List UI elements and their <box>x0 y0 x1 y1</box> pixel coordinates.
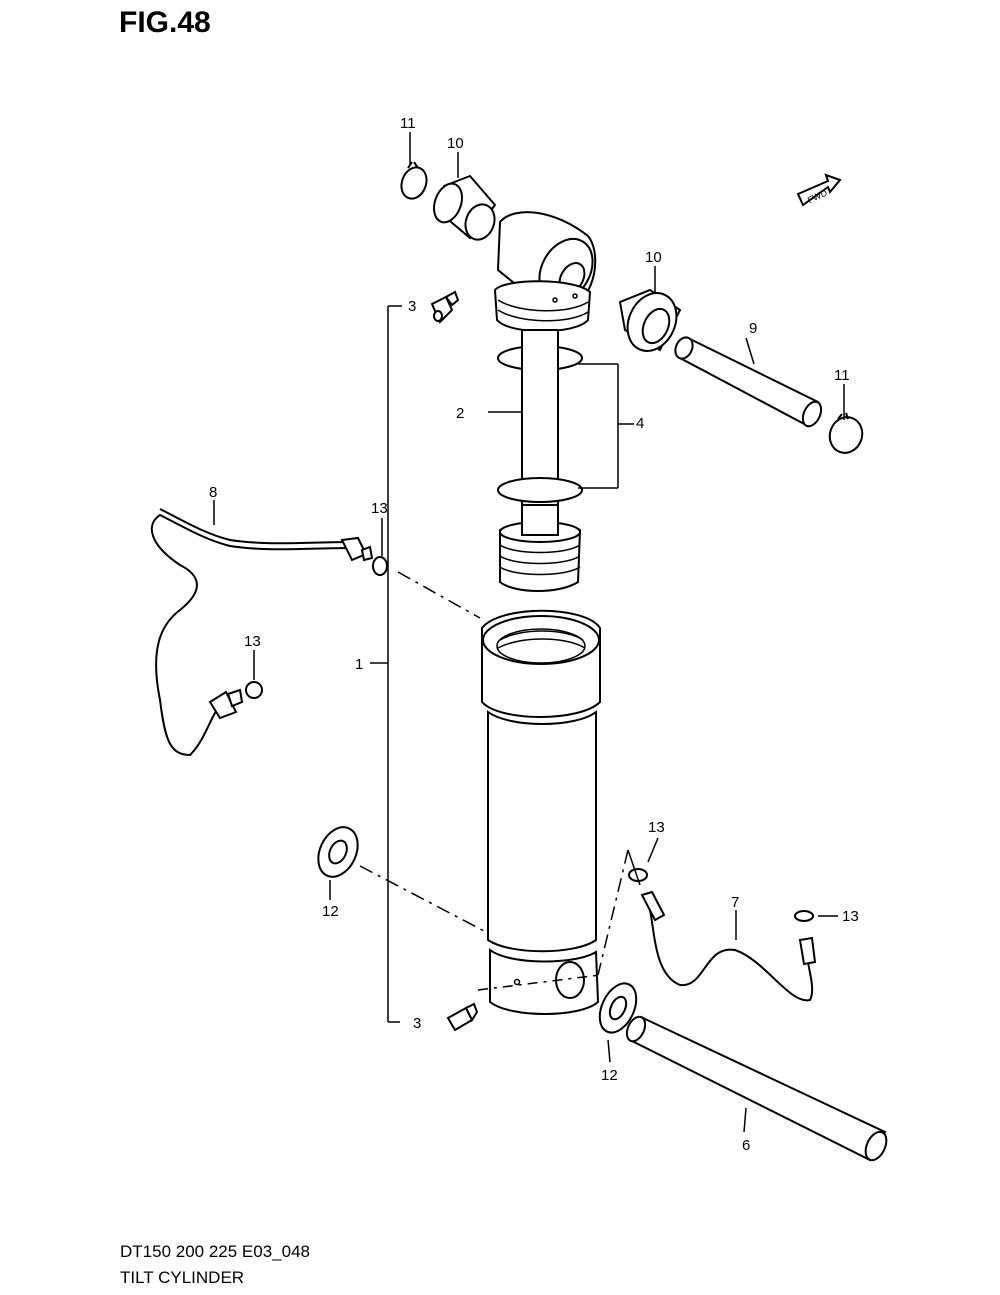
callout-numbers: 1 2 3 3 4 6 7 8 9 10 10 11 11 12 12 13 1… <box>209 115 859 1154</box>
callout-9: 9 <box>749 320 757 337</box>
callout-1: 1 <box>355 656 363 673</box>
callout-12-right: 12 <box>601 1067 618 1084</box>
o-ring-lower-pipe-right[interactable] <box>794 910 814 922</box>
bushing-right[interactable] <box>618 285 685 359</box>
callout-11-right: 11 <box>834 367 850 384</box>
fwd-direction-arrow: FWD <box>796 173 842 207</box>
callout-8: 8 <box>209 484 217 501</box>
callout-6: 6 <box>742 1137 750 1154</box>
callout-13-pipe-upper: 13 <box>371 500 388 517</box>
washer-left[interactable] <box>311 821 366 883</box>
o-ring-upper-pipe[interactable] <box>372 556 388 576</box>
callout-3-top: 3 <box>408 298 416 315</box>
lower-pin[interactable] <box>623 1014 890 1164</box>
callout-10-right: 10 <box>645 249 662 266</box>
section-name: TILT CYLINDER <box>120 1268 245 1287</box>
cylinder-head-eye[interactable] <box>493 211 603 333</box>
callout-11-top: 11 <box>400 115 416 132</box>
cylinder-body[interactable] <box>481 609 601 1015</box>
callout-3-bottom: 3 <box>413 1015 421 1032</box>
leader-lines <box>213 132 845 1133</box>
hydraulic-pipe-lower[interactable] <box>640 890 817 1002</box>
callout-10-top: 10 <box>447 135 464 152</box>
tilt-pin[interactable] <box>672 335 825 430</box>
bleed-screw-top[interactable] <box>430 290 460 324</box>
callout-7: 7 <box>731 894 739 911</box>
circlip-top[interactable] <box>397 161 430 202</box>
o-ring-lower-fitting[interactable] <box>245 681 263 699</box>
callout-12-left: 12 <box>322 903 339 920</box>
callout-13-pipe-lower-right: 13 <box>842 908 859 925</box>
bushing-top[interactable] <box>429 174 499 244</box>
hydraulic-pipe-upper[interactable] <box>150 508 374 757</box>
figure-title: FIG.48 <box>119 6 211 39</box>
callout-4: 4 <box>636 415 644 432</box>
callout-13-pipe-lower-left: 13 <box>648 819 665 836</box>
callout-2: 2 <box>456 405 464 422</box>
callout-13-fitting: 13 <box>244 633 261 650</box>
bleed-screw-bottom[interactable] <box>446 1002 479 1032</box>
circlip-right[interactable] <box>825 412 867 458</box>
piston-rod-assembly[interactable] <box>497 329 583 592</box>
model-code: DT150 200 225 E03_048 <box>120 1242 310 1261</box>
washer-right[interactable] <box>593 978 644 1039</box>
